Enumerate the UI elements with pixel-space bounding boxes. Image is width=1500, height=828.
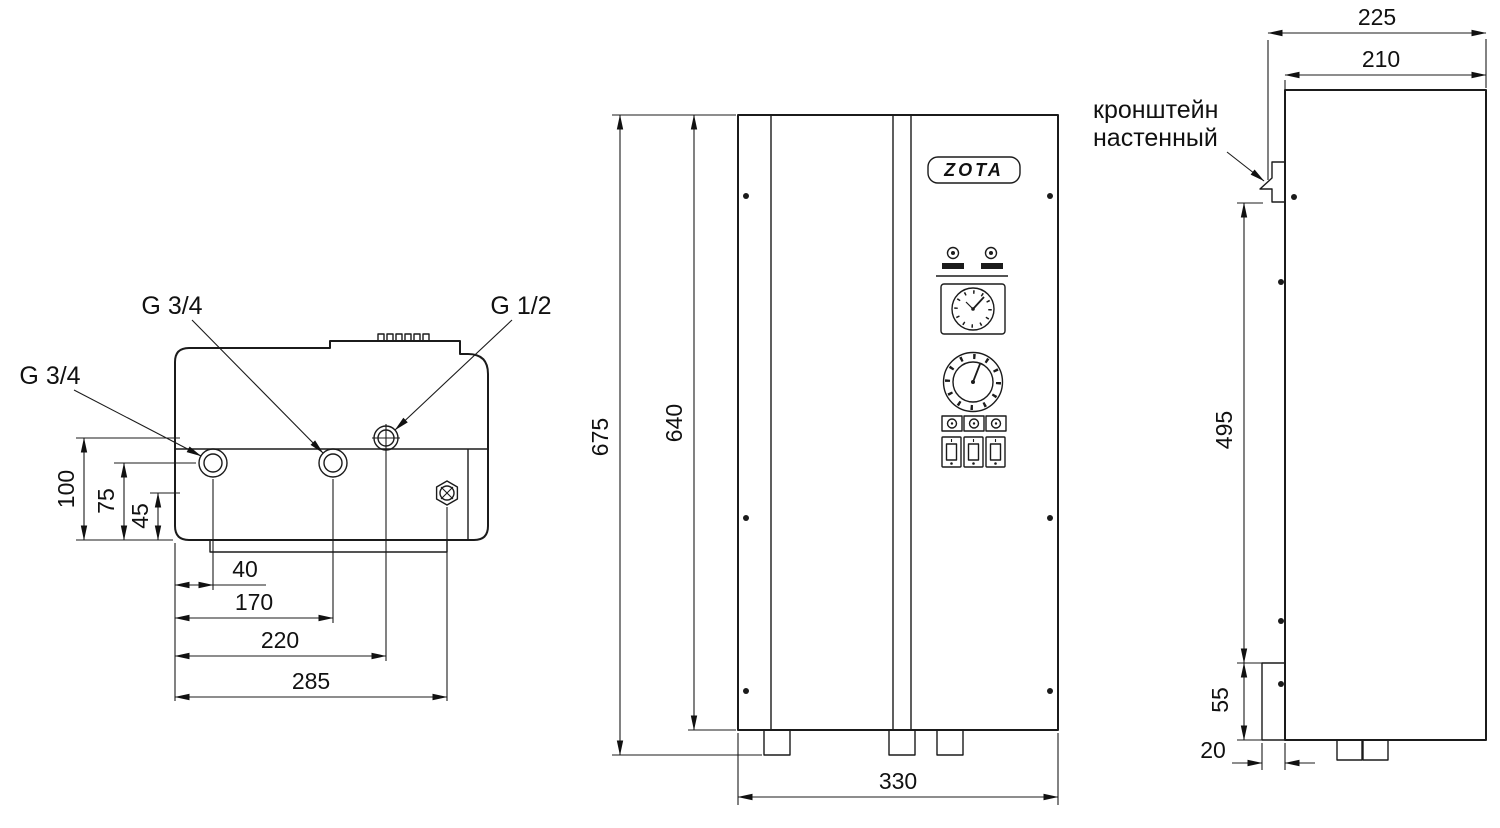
terminal-connector-teeth xyxy=(377,333,430,342)
dim-285-label: 285 xyxy=(292,668,330,694)
front-view-body xyxy=(737,114,1059,731)
side-screws xyxy=(1278,194,1297,687)
terminal-glands xyxy=(941,415,1007,432)
dim-45-label: 45 xyxy=(127,503,153,529)
top-view: G 3/4 G 1/2 G 3/4 100 75 45 xyxy=(19,292,552,701)
indicator-label-left xyxy=(942,263,964,269)
side-feet xyxy=(1336,739,1389,761)
dim-20-label: 20 xyxy=(1200,737,1226,763)
hex-fitting xyxy=(435,480,459,506)
control-panel xyxy=(936,246,1008,468)
dim-40-label: 40 xyxy=(232,556,258,582)
dim-75-label: 75 xyxy=(93,488,119,514)
port-left-label: G 3/4 xyxy=(19,362,80,390)
front-screws xyxy=(743,193,1053,694)
top-view-bottom-flange xyxy=(209,540,448,553)
dim-100-label: 100 xyxy=(53,470,79,508)
top-view-body-outline xyxy=(174,340,489,541)
bracket-label-line2: настенный xyxy=(1093,124,1218,152)
dim-495-label: 495 xyxy=(1211,411,1237,449)
leader-g12 xyxy=(394,319,513,431)
zota-logo: ZOTA xyxy=(927,156,1021,184)
thermostat-dial xyxy=(942,351,1004,413)
port-top-label: G 3/4 xyxy=(141,292,202,320)
bracket-leader xyxy=(1226,151,1265,182)
dim-170-label: 170 xyxy=(235,589,273,615)
dim-55-label: 55 xyxy=(1207,687,1233,713)
front-view-dimensions: 675 640 330 xyxy=(587,114,1059,805)
port-g34-mid xyxy=(318,448,348,478)
top-view-horizontal-dimensions: 40 170 220 285 xyxy=(174,452,448,701)
bracket-label-line1: кронштейн xyxy=(1093,96,1218,124)
zota-logo-text: ZOTA xyxy=(943,160,1004,180)
port-g34-left xyxy=(198,448,228,478)
dim-225-label: 225 xyxy=(1358,4,1396,30)
leader-g34-top xyxy=(191,319,324,454)
lower-spacer xyxy=(1261,662,1286,741)
port-g12 xyxy=(372,424,400,452)
front-feet xyxy=(763,729,964,756)
indicator-light-power xyxy=(946,246,960,260)
port-right-label: G 1/2 xyxy=(490,292,551,320)
dim-675-label: 675 xyxy=(587,418,613,456)
thermomanometer-gauge xyxy=(940,283,1006,335)
power-switches xyxy=(941,436,1006,468)
dim-210-label: 210 xyxy=(1362,46,1400,72)
dim-330-label: 330 xyxy=(879,768,917,794)
dim-220-label: 220 xyxy=(261,627,299,653)
front-view: ZOTA xyxy=(587,114,1059,805)
leader-g34-left xyxy=(73,389,202,457)
side-view-body xyxy=(1284,89,1487,741)
dim-640-label: 640 xyxy=(661,404,687,442)
indicator-label-right xyxy=(981,263,1003,269)
top-view-vertical-dimensions: 100 75 45 xyxy=(53,437,196,541)
side-view: кронштейн настенный 225 210 495 55 20 xyxy=(1093,4,1487,770)
wall-bracket xyxy=(1259,161,1285,203)
indicator-light-heat xyxy=(984,246,998,260)
side-view-dimensions: 225 210 495 55 20 xyxy=(1200,4,1487,770)
